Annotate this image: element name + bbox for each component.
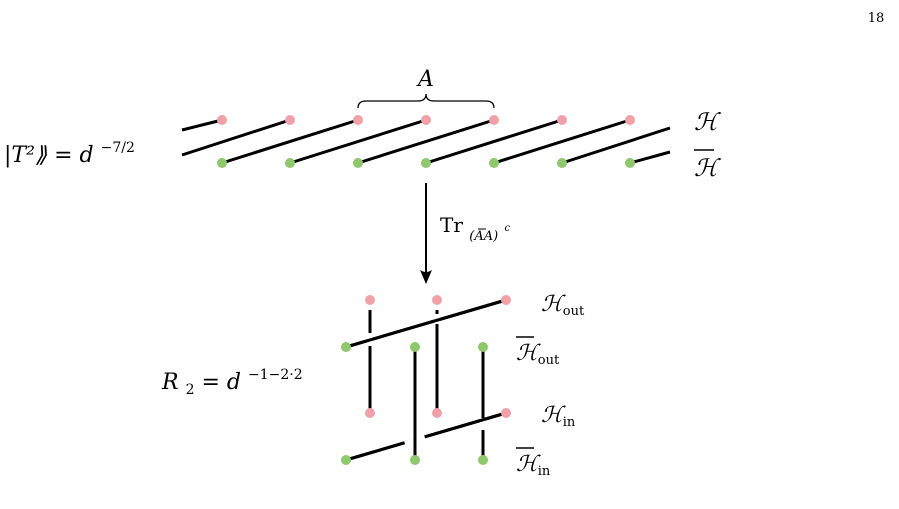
crossing-gaps: [367, 314, 486, 430]
bottom-lhs-sub: 2: [186, 382, 195, 398]
top-green-dot: [217, 158, 227, 168]
top-red-dot: [217, 115, 227, 125]
bottom-wires-redraw: [345, 298, 507, 462]
label-H: ℋ: [694, 108, 721, 136]
bottom-lhs: R 2 = d −1−2·2: [161, 367, 303, 400]
top-green-dot: [625, 158, 635, 168]
top-wire-7: [561, 126, 671, 165]
top-red-dot: [285, 115, 295, 125]
in-green-dot: [410, 455, 420, 465]
trace-label-sup: c: [505, 223, 511, 234]
in-red-dot: [501, 408, 511, 418]
brace-A: [357, 93, 495, 109]
out-red-dot: [432, 295, 442, 305]
top-wire-0: [181, 118, 223, 132]
top-lhs: |T²⟫ = d −7/2: [4, 140, 135, 168]
top-red-dot: [557, 115, 567, 125]
bottom-lhs-R: R: [161, 370, 179, 395]
label-H-out: ℋout: [541, 292, 585, 319]
top-wire-6: [493, 118, 631, 165]
top-dots: [217, 115, 635, 168]
top-wires: [181, 118, 671, 165]
in-red-dot: [432, 408, 442, 418]
top-red-dot: [353, 115, 363, 125]
out-red-dot: [365, 295, 375, 305]
top-wire-2: [221, 118, 359, 165]
out-green-dot: [341, 342, 351, 352]
top-red-dot: [421, 115, 431, 125]
out-green-dot: [410, 342, 420, 352]
trace-label: Tr (AA) c: [440, 213, 511, 245]
in-red-dot: [365, 408, 375, 418]
top-green-dot: [285, 158, 295, 168]
page-number: 18: [868, 11, 885, 26]
label-Hbar: ℋ: [694, 154, 721, 182]
brace-label-A: A: [416, 67, 434, 92]
label-H-in: ℋin: [541, 403, 576, 430]
bottom-lhs-rest: = d: [202, 370, 242, 395]
label-Hbar-out: ℋout: [516, 341, 560, 368]
top-wire-4: [357, 118, 495, 165]
in-green-dot: [478, 455, 488, 465]
top-wire-5: [425, 118, 563, 165]
top-red-dot: [625, 115, 635, 125]
top-red-dot: [489, 115, 499, 125]
top-green-dot: [353, 158, 363, 168]
top-lhs-text: |T²⟫ = d: [4, 143, 94, 168]
out-red-dot: [501, 295, 511, 305]
top-lhs-exponent: −7/2: [101, 140, 135, 156]
top-wire-3: [289, 118, 427, 165]
trace-arrow-head: [420, 270, 432, 284]
in-green-dot: [341, 455, 351, 465]
trace-label-sub: (AA): [469, 229, 498, 244]
top-wire-1: [181, 118, 291, 157]
trace-label-main: Tr: [440, 213, 463, 237]
top-green-dot: [489, 158, 499, 168]
bottom-dots: [341, 295, 511, 465]
top-green-dot: [557, 158, 567, 168]
out-green-dot: [478, 342, 488, 352]
top-green-dot: [421, 158, 431, 168]
label-Hbar-in: ℋin: [516, 452, 551, 479]
top-wire-8: [629, 150, 671, 165]
bottom-lhs-exponent: −1−2·2: [248, 367, 303, 383]
